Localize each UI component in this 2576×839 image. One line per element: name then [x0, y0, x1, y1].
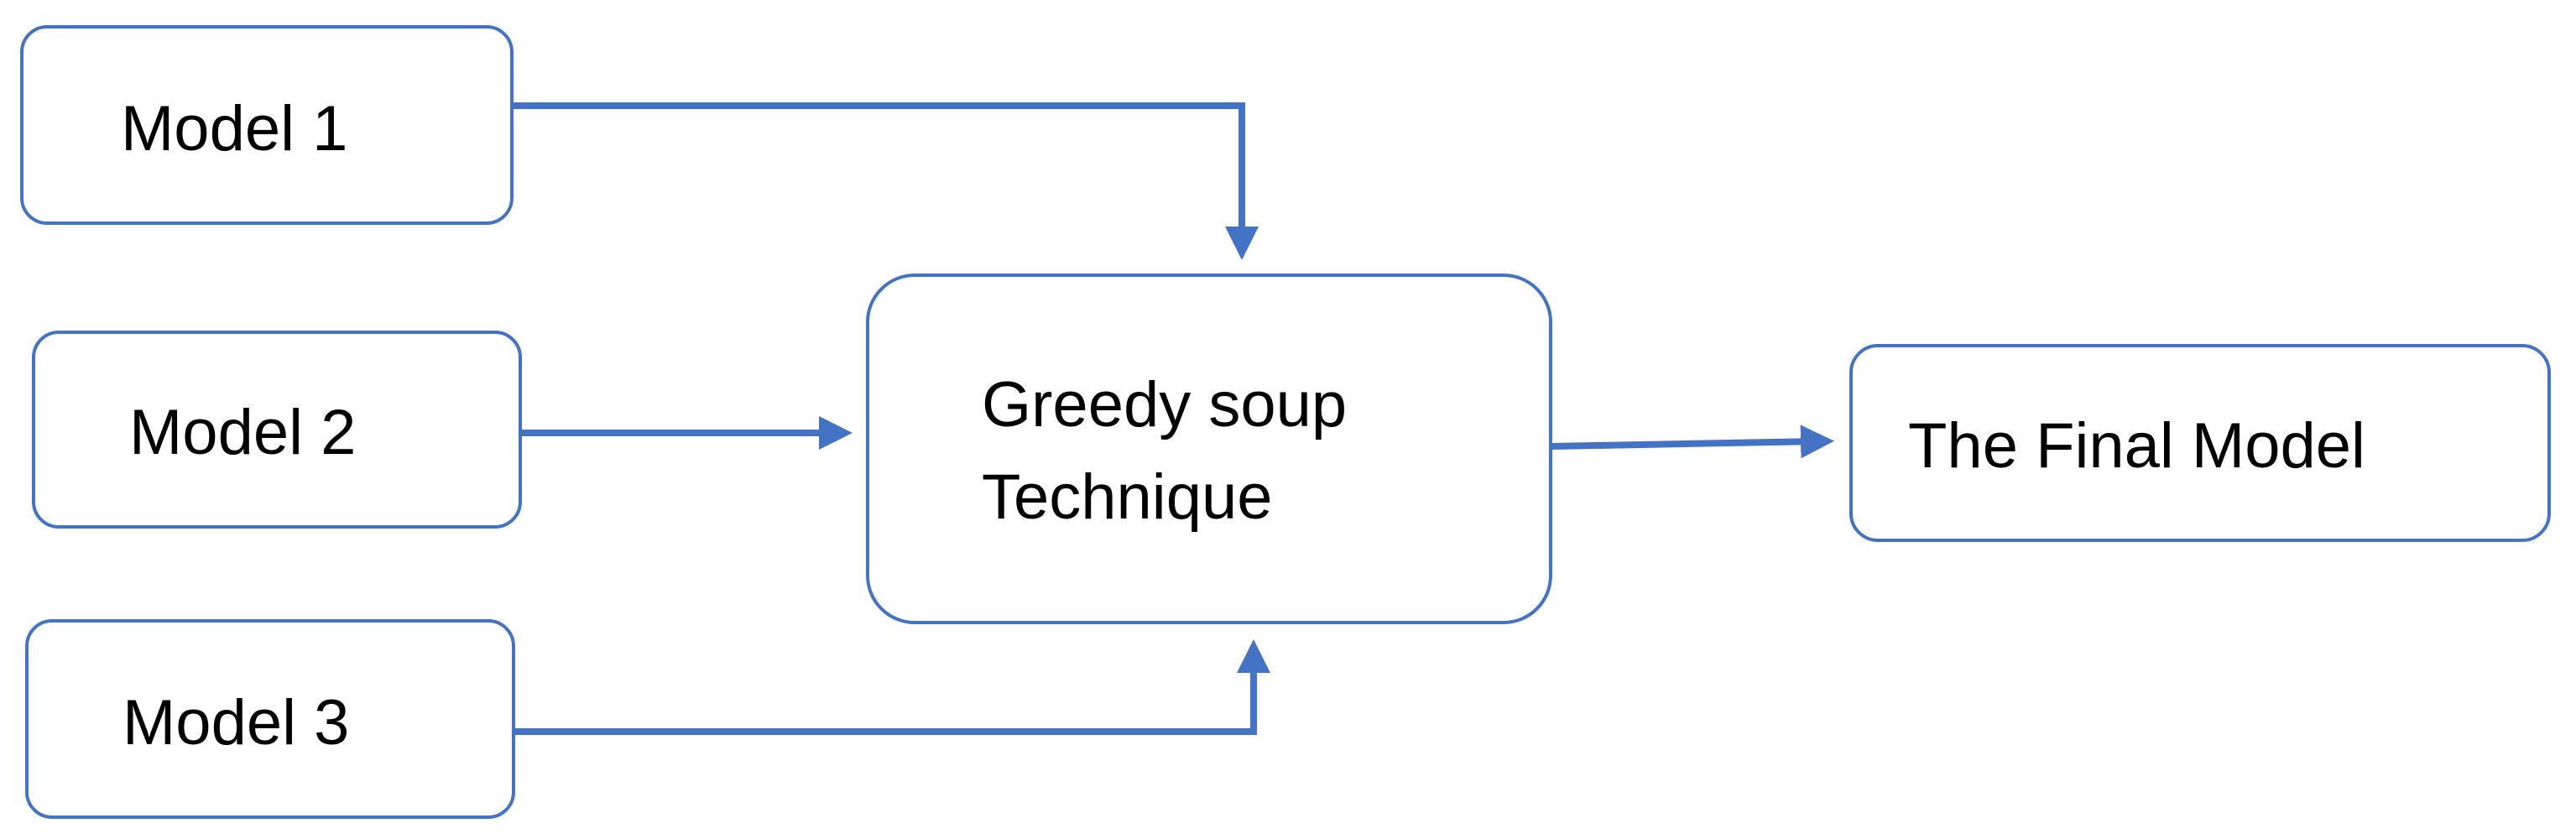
- final-model-label: The Final Model: [1908, 410, 2365, 482]
- final-model-node: The Final Model: [1849, 344, 2551, 542]
- greedy-soup-technique-label: Greedy soup Technique: [982, 369, 1348, 533]
- model-3-node: Model 3: [25, 619, 515, 819]
- arrow-model3-to-center: [515, 639, 1270, 735]
- model-3-label: Model 3: [123, 687, 350, 758]
- model-1-node: Model 1: [20, 25, 514, 225]
- arrow-model1-to-center: [514, 102, 1259, 260]
- model-2-label: Model 2: [129, 397, 357, 468]
- arrow-center-to-final: [1551, 425, 1834, 459]
- greedy-soup-technique-node: Greedy soup Technique: [866, 274, 1552, 624]
- model-2-node: Model 2: [32, 331, 522, 529]
- model-1-label: Model 1: [121, 93, 348, 164]
